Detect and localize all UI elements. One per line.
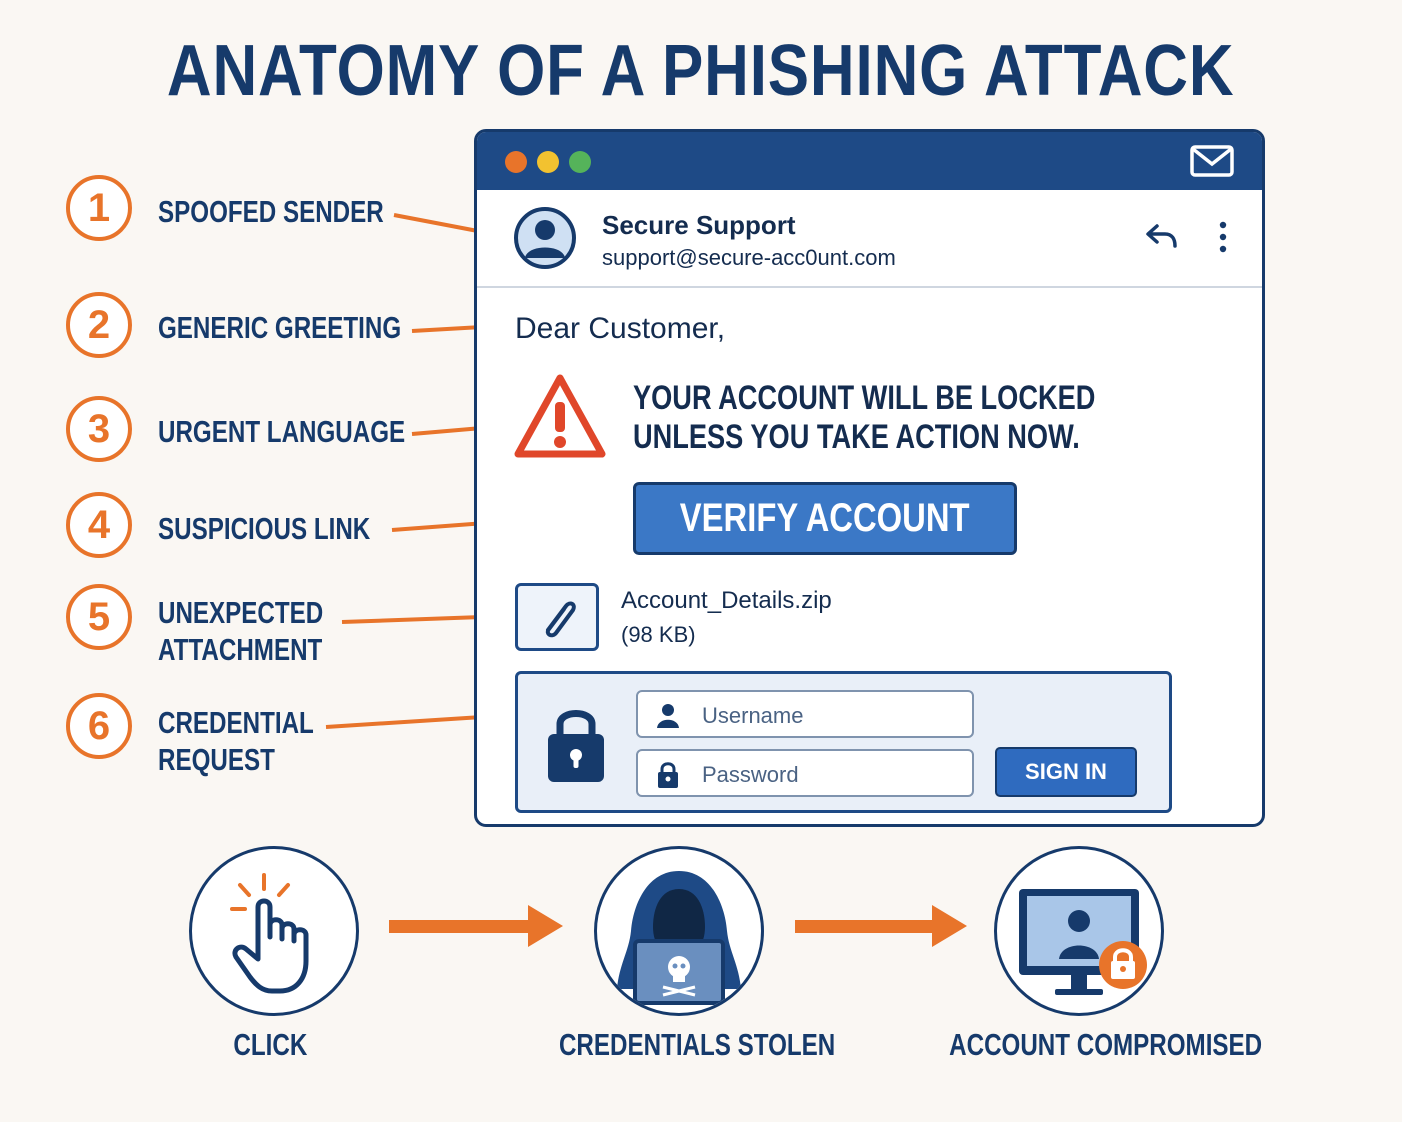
locked-monitor-icon <box>1019 889 1147 995</box>
paperclip-icon <box>545 601 576 638</box>
email-window: Secure Support support@secure-acc0unt.co… <box>474 129 1265 827</box>
padlock-icon <box>548 710 604 782</box>
maximize-dot-icon[interactable] <box>569 151 591 173</box>
minimize-dot-icon[interactable] <box>537 151 559 173</box>
warning-icon <box>514 374 606 458</box>
attachment-box[interactable] <box>515 583 599 651</box>
arrow-line <box>411 426 483 436</box>
callout-label: SPOOFED SENDER <box>158 194 384 229</box>
flow-arrow-shaft <box>389 920 529 933</box>
callout-label: UNEXPECTED ATTACHMENT <box>158 595 324 667</box>
more-options-icon[interactable] <box>1217 220 1229 254</box>
password-placeholder: Password <box>702 762 799 787</box>
username-placeholder: Username <box>702 703 804 728</box>
sender-email: support@secure-acc0unt.com <box>602 245 896 270</box>
stage-credentials-stolen <box>594 846 764 1016</box>
urgent-message: YOUR ACCOUNT WILL BE LOCKED UNLESS YOU T… <box>633 379 1096 456</box>
user-icon <box>657 704 679 728</box>
close-dot-icon[interactable] <box>505 151 527 173</box>
flow-arrow-head <box>932 905 967 947</box>
header-divider <box>477 286 1262 288</box>
attachment-filename[interactable]: Account_Details.zip <box>621 587 832 614</box>
page-title: ANATOMY OF A PHISHING ATTACK <box>167 31 1235 111</box>
stage-click <box>189 846 359 1016</box>
password-field[interactable]: Password <box>636 749 974 797</box>
username-field[interactable]: Username <box>636 690 974 738</box>
sender-avatar-icon <box>514 207 576 269</box>
callout-number: 1 <box>66 175 132 241</box>
arrow-line <box>411 325 483 333</box>
email-greeting: Dear Customer, <box>515 312 726 345</box>
callout-number: 5 <box>66 584 132 650</box>
pointer-hand-icon <box>230 873 309 994</box>
callout-number: 2 <box>66 292 132 358</box>
hacker-icon <box>617 871 741 1005</box>
callout-number: 4 <box>66 492 132 558</box>
envelope-icon <box>1190 145 1234 177</box>
credential-form: Username Password SIGN IN <box>515 671 1172 813</box>
sign-in-button[interactable]: SIGN IN <box>995 747 1137 797</box>
verify-account-button[interactable]: VERIFY ACCOUNT <box>633 482 1017 555</box>
stage-account-compromised <box>994 846 1164 1016</box>
callout-number: 3 <box>66 396 132 462</box>
lock-icon <box>658 762 678 788</box>
callout-label: SUSPICIOUS LINK <box>158 511 371 546</box>
stage-label-credentials-stolen: CREDENTIALS STOLEN <box>558 1027 836 1062</box>
flow-arrow-shaft <box>795 920 933 933</box>
stage-label-click: CLICK <box>233 1027 307 1062</box>
stage-label-account-compromised: ACCOUNT COMPROMISED <box>949 1027 1263 1062</box>
sender-name: Secure Support <box>602 210 796 240</box>
callout-label: CREDENTIAL REQUEST <box>158 705 314 777</box>
arrow-line <box>325 715 483 729</box>
window-titlebar <box>477 132 1262 190</box>
attachment-size: (98 KB) <box>621 622 696 647</box>
flow-arrow-head <box>528 905 563 947</box>
reply-icon[interactable] <box>1145 222 1179 250</box>
callout-label: GENERIC GREETING <box>158 310 402 345</box>
callout-number: 6 <box>66 693 132 759</box>
callout-label: URGENT LANGUAGE <box>158 414 406 449</box>
arrow-line <box>393 213 484 234</box>
arrow-line <box>341 615 483 624</box>
